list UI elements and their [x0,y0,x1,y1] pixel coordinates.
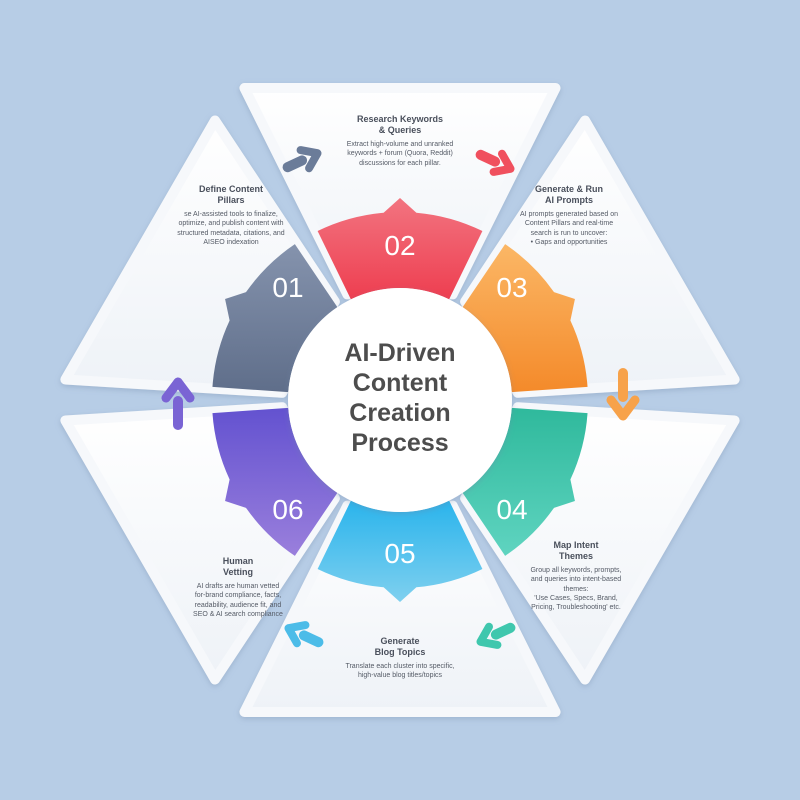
step-1-title: Define Content Pillars [199,184,263,205]
arrow-icon-6-1 [161,377,195,430]
step-4-title: Map Intent Themes [553,540,599,561]
ring-segment-2 [317,198,483,300]
center-circle [288,288,512,512]
step-number-02: 02 [384,230,416,261]
ring-segment-4 [462,407,588,556]
step-2-text: Research Keywords & Queries Extract high… [320,114,480,168]
step-6-description: AI drafts are human vetted for-brand com… [193,583,283,618]
step-5-text: Generate Blog Topics Translate each clus… [310,636,490,681]
diagram-title: AI-Driven Content Creation Process [344,339,456,457]
step-6-text: Human Vetting AI drafts are human vetted… [168,556,308,619]
step-1-text: Define Content Pillars se AI-assisted to… [156,184,306,247]
step-number-04: 04 [496,494,528,525]
arrow-icon-1-2 [282,146,322,173]
step-number-05: 05 [384,538,416,569]
ring-segment-5 [317,500,483,602]
ring-segment-6 [212,407,338,556]
step-3-description: AI prompts generated based on Content Pi… [519,211,619,246]
step-number-01: 01 [272,272,304,303]
ring-segment-3 [462,244,588,393]
arrow-icon-2-3 [475,149,515,176]
arrow-icon-5-6 [284,621,324,648]
step-2-title: Research Keywords & Queries [356,114,444,135]
step-4-description: Group all keywords, prompts, and queries… [530,567,622,612]
step-6-title: Human Vetting [222,556,254,577]
ring-segment-1 [212,244,338,393]
step-3-text: Generate & Run AI Prompts AI prompts gen… [494,184,644,247]
step-5-description: Translate each cluster into specific, hi… [345,663,455,680]
step-3-title: Generate & Run AI Prompts [534,184,603,205]
step-number-06: 06 [272,494,304,525]
step-5-title: Generate Blog Topics [374,636,426,657]
step-4-text: Map Intent Themes Group all keywords, pr… [496,540,656,612]
step-number-03: 03 [496,272,528,303]
ring-segments [212,198,588,602]
arrow-icon-4-5 [476,622,516,649]
step-2-description: Extract high-volume and unranked keyword… [346,141,454,167]
arrow-icon-3-4 [606,368,640,421]
step-1-description: se AI-assisted tools to finalize, optimi… [177,211,285,246]
